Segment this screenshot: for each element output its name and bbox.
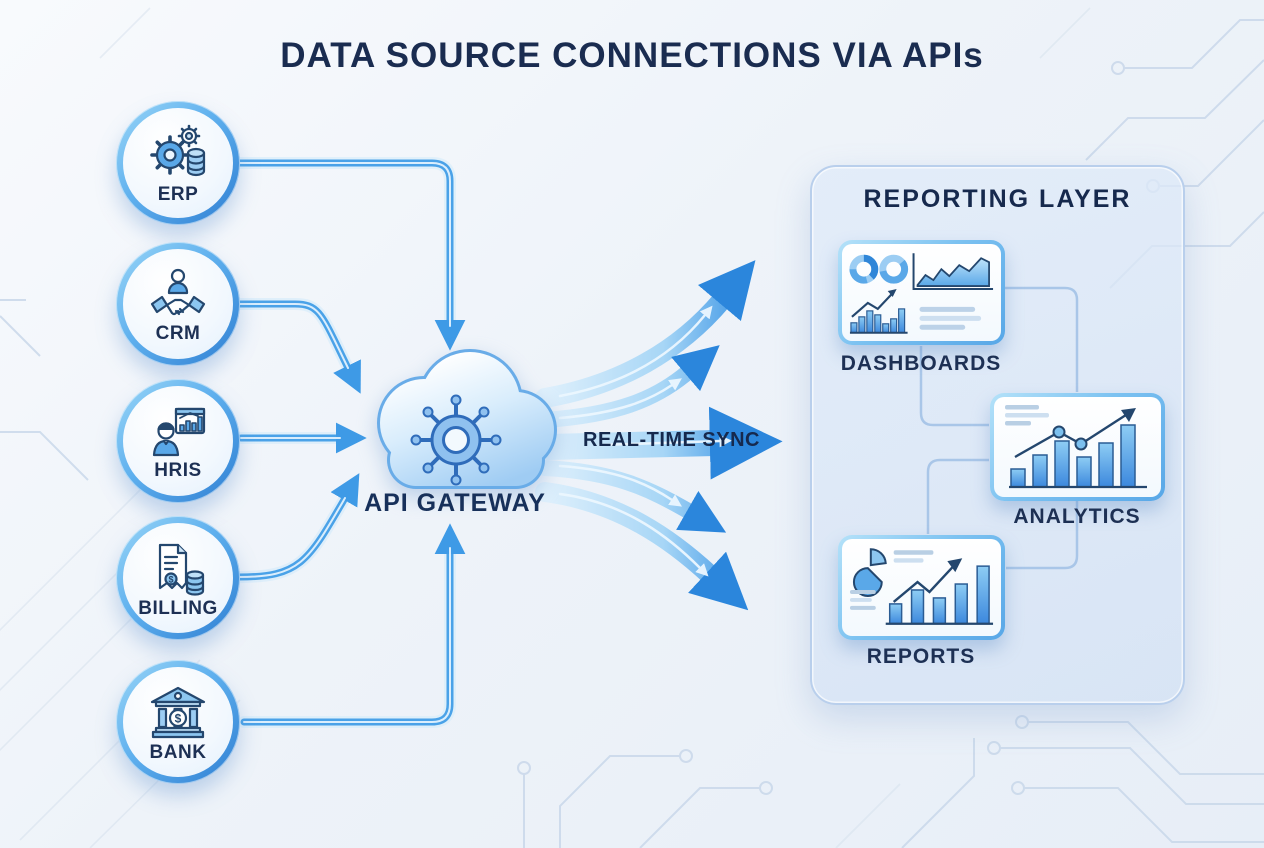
gears-database-icon (150, 124, 206, 176)
reporting-layer-title: REPORTING LAYER (863, 185, 1132, 213)
card-analytics (990, 393, 1165, 501)
source-label-hris: HRIS (154, 459, 202, 481)
sync-arrows (535, 260, 783, 611)
card-dashboards (838, 240, 1005, 345)
source-node-bank: $ BANK (116, 660, 240, 784)
bar-trend-chart-icon (1004, 405, 1147, 489)
card-label-analytics: ANALYTICS (1013, 505, 1141, 528)
source-label-bank: BANK (149, 741, 207, 763)
svg-text:$: $ (168, 574, 173, 584)
source-label-billing: BILLING (138, 597, 218, 619)
dashboard-charts-icon (849, 252, 994, 334)
pie-bar-chart-icon (849, 547, 994, 625)
source-label-crm: CRM (155, 322, 201, 344)
source-node-erp: ERP (116, 101, 240, 225)
source-connectors (233, 157, 466, 728)
source-node-hris: HRIS (116, 379, 240, 503)
page-title: DATA SOURCE CONNECTIONS VIA APIs (280, 36, 984, 75)
real-time-sync-label: REAL-TIME SYNC (583, 429, 760, 451)
card-label-dashboards: DASHBOARDS (840, 352, 1002, 375)
api-gateway-label: API GATEWAY (364, 489, 546, 517)
invoice-coins-icon: $ (158, 543, 205, 596)
source-label-erp: ERP (157, 183, 199, 205)
card-label-reports: REPORTS (866, 645, 976, 668)
bank-building-icon: $ (150, 686, 206, 738)
handshake-person-icon (150, 268, 206, 315)
card-reports (838, 535, 1005, 640)
source-node-crm: CRM (116, 242, 240, 366)
person-presentation-icon (152, 407, 206, 456)
svg-text:$: $ (175, 711, 182, 725)
api-hub-icon (410, 394, 502, 486)
source-node-billing: $ BILLING (116, 516, 240, 640)
